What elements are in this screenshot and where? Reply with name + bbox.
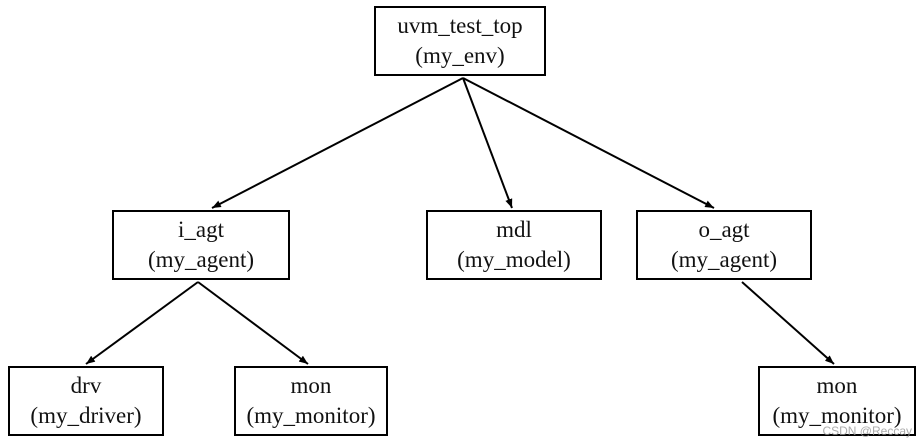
- node-name: mon: [290, 373, 332, 398]
- node-name: mon: [816, 373, 858, 398]
- node-mon-input: mon (my_monitor): [234, 366, 388, 436]
- node-name: uvm_test_top: [397, 13, 523, 38]
- node-type: (my_monitor): [246, 403, 376, 428]
- node-name: o_agt: [698, 217, 750, 242]
- node-type: (my_agent): [147, 247, 254, 272]
- edge-o_agt-to-mon_o: [741, 281, 835, 365]
- edge-i_agt-to-mon_i: [197, 281, 309, 365]
- watermark: CSDN @Reccay: [822, 424, 912, 438]
- edge-i_agt-to-drv: [85, 281, 199, 365]
- node-type: (my_env): [415, 43, 505, 68]
- node-o-agt: o_agt (my_agent): [636, 210, 812, 280]
- node-type: (my_agent): [670, 247, 777, 272]
- edge-uvm_test_top-to-mdl: [462, 77, 513, 209]
- edge-uvm_test_top-to-o_agt: [462, 77, 715, 209]
- node-name: drv: [70, 373, 102, 398]
- node-name: mdl: [496, 217, 532, 242]
- edge-uvm_test_top-to-i_agt: [211, 77, 464, 209]
- node-mdl: mdl (my_model): [426, 210, 602, 280]
- node-drv: drv (my_driver): [8, 366, 164, 436]
- node-type: (my_monitor): [772, 403, 902, 428]
- node-uvm-test-top: uvm_test_top (my_env): [374, 6, 546, 76]
- node-type: (my_driver): [30, 403, 142, 428]
- node-type: (my_model): [457, 247, 571, 272]
- node-mon-output: mon (my_monitor): [758, 366, 916, 436]
- node-name: i_agt: [178, 217, 224, 242]
- node-i-agt: i_agt (my_agent): [112, 210, 290, 280]
